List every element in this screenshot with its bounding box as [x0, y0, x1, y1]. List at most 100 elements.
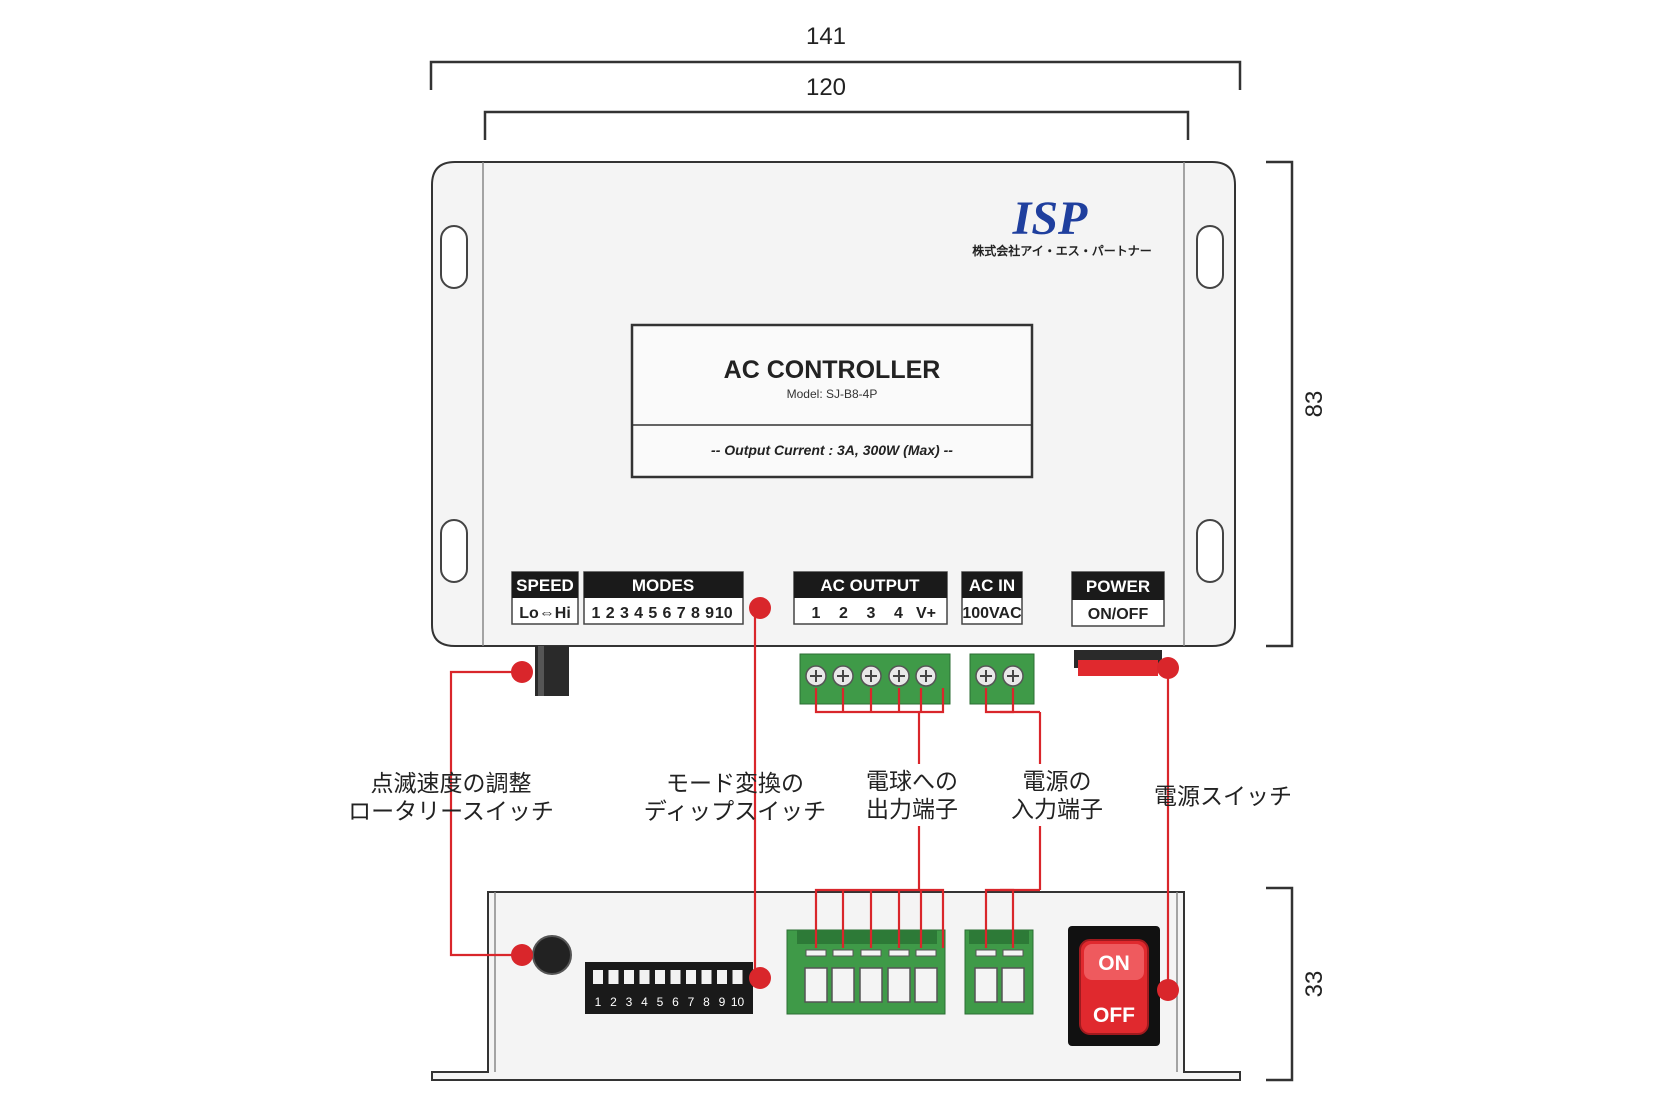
dip-number: 6 [672, 995, 679, 1009]
power-rocker-switch: ON OFF [1068, 926, 1160, 1046]
terminal-screw-icon [888, 665, 910, 687]
callout-dot-icon [1157, 979, 1179, 1001]
callout-labels: 点滅速度の調整 ロータリースイッチ モード変換の ディップスイッチ 電球への 出… [348, 769, 1292, 825]
switch-on-label: ON [1098, 952, 1130, 975]
dimension-top-height: 83 [1266, 160, 1328, 648]
ac-output-terminal-number: 4 [894, 605, 903, 622]
dip-number: 10 [731, 995, 745, 1009]
dip-key [639, 970, 650, 984]
ac-in-value: 100VAC [962, 605, 1022, 622]
mode-number: 5 [648, 605, 657, 622]
dimension-front-height: 33 [1266, 886, 1328, 1082]
ac-output-terminal-number: 2 [839, 605, 848, 622]
callout-input-terminal-line2: 入力端子 [1011, 797, 1103, 823]
terminal-opening-icon [974, 949, 998, 1003]
dip-key [686, 970, 696, 984]
callout-dot-icon [511, 944, 533, 966]
dimension-front-height-label: 33 [1301, 971, 1328, 998]
dip-number: 4 [641, 995, 648, 1009]
callout-dot-icon [1157, 657, 1179, 679]
top-view: ISP 株式会社アイ・エス・パートナー AC CONTROLLER Model:… [431, 161, 1236, 705]
mode-number: 4 [634, 605, 643, 622]
callout-dip-switch-line1: モード変換の [666, 771, 804, 797]
ac-output-terminal-number: 3 [867, 605, 876, 622]
callout-dip-switch-line2: ディップスイッチ [644, 799, 826, 825]
mode-number: 7 [677, 605, 686, 622]
dip-number: 7 [688, 995, 695, 1009]
power-switch-top [1074, 650, 1162, 676]
terminal-opening-icon [859, 949, 883, 1003]
callout-output-terminal-line1: 電球への [866, 769, 958, 795]
input-terminal-block-top [969, 653, 1035, 705]
terminal-opening-icon [831, 949, 855, 1003]
callout-speed-knob-line2: ロータリースイッチ [348, 799, 554, 825]
speed-header: SPEED [516, 576, 574, 595]
callout-speed-knob-line1: 点滅速度の調整 [371, 771, 532, 797]
dip-key [593, 970, 603, 984]
callout-input-terminal-line1: 電源の [1023, 769, 1092, 795]
mounting-slot-icon [1196, 519, 1224, 583]
speed-knob-icon [532, 935, 572, 975]
ac-output-header: AC OUTPUT [820, 576, 920, 595]
nameplate-title: AC CONTROLLER [724, 356, 941, 384]
dimension-overall-width: 141 [429, 23, 1242, 90]
dip-number: 5 [657, 995, 664, 1009]
nameplate-model: Model: SJ-B8-4P [787, 387, 878, 401]
dip-key [732, 970, 743, 984]
dip-key [701, 970, 712, 984]
terminal-screw-icon [915, 665, 937, 687]
terminal-opening-icon [914, 949, 938, 1003]
power-label-box: POWER ON/OFF [1071, 571, 1165, 627]
ac-in-label-box: AC IN 100VAC [961, 571, 1023, 625]
terminal-screw-icon [832, 665, 854, 687]
dimension-overall-width-label: 141 [806, 23, 846, 50]
dimension-body-width-label: 120 [806, 74, 846, 101]
callout-output-terminal-line2: 出力端子 [866, 797, 958, 823]
ac-in-header: AC IN [969, 576, 1015, 595]
terminal-screw-icon [805, 665, 827, 687]
callout-power-switch: 電源スイッチ [1154, 784, 1292, 810]
speed-label-box: SPEED Lo⇔Hi [511, 571, 579, 625]
mode-number: 8 [691, 605, 700, 622]
mode-number: 10 [715, 605, 733, 622]
dip-number: 3 [626, 995, 633, 1009]
mode-number: 2 [606, 605, 615, 622]
terminal-screw-icon [1002, 665, 1024, 687]
callout-dot-icon [749, 967, 771, 989]
dimension-top-height-label: 83 [1301, 391, 1328, 418]
dip-key [624, 970, 634, 984]
mounting-slot-icon [440, 519, 468, 583]
terminal-opening-icon [804, 949, 828, 1003]
callout-lines [449, 608, 1170, 990]
mode-number: 9 [705, 605, 714, 622]
dip-number: 2 [610, 995, 617, 1009]
input-terminal-block-front [964, 929, 1034, 1015]
dip-key [655, 970, 665, 984]
mode-number: 6 [663, 605, 672, 622]
dip-key [670, 970, 681, 984]
mounting-slot-icon [1196, 225, 1224, 289]
nameplate: AC CONTROLLER Model: SJ-B8-4P -- Output … [630, 323, 1034, 479]
ac-output-terminal-number: V+ [916, 605, 936, 622]
speed-value: Lo⇔Hi [519, 605, 571, 622]
power-value: ON/OFF [1088, 606, 1149, 623]
terminal-opening-icon [1001, 949, 1025, 1003]
terminal-opening-icon [887, 949, 911, 1003]
brand-logo-mark: ISP [1012, 192, 1088, 245]
callout-dot-icon [749, 597, 771, 619]
nameplate-output-current: -- Output Current : 3A, 300W (Max) -- [711, 442, 953, 458]
dip-number: 1 [595, 995, 602, 1009]
switch-off-label: OFF [1093, 1004, 1135, 1027]
callout-dots [511, 597, 1179, 1001]
brand-logo: ISP 株式会社アイ・エス・パートナー [972, 192, 1151, 258]
callout-dot-icon [511, 661, 533, 683]
company-name: 株式会社アイ・エス・パートナー [972, 243, 1151, 258]
output-terminal-block-front [786, 929, 946, 1015]
